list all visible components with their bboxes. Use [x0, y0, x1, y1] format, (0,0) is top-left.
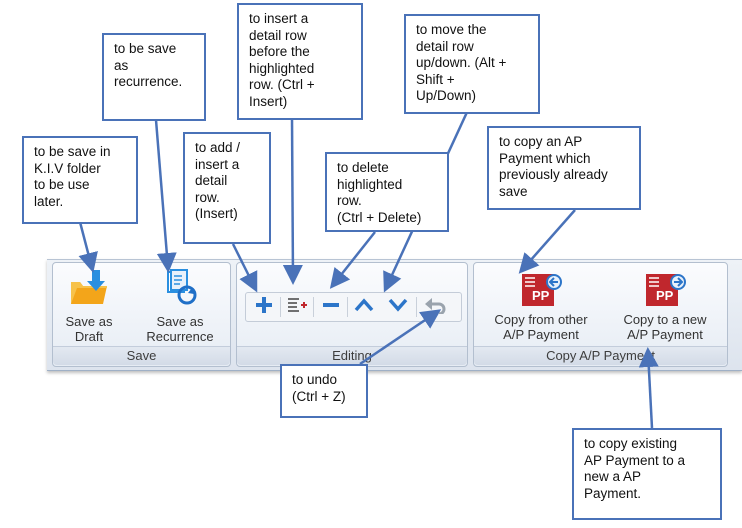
callout-text: to be save as recurrence. — [114, 41, 183, 89]
pp-badge: PP — [532, 288, 550, 303]
pp-copy-to-icon: PP — [606, 272, 724, 312]
save-group-label: Save — [53, 346, 230, 365]
editing-group-label: Editing — [237, 346, 467, 365]
callout-copy-from-other: to copy an AP Payment which previously a… — [487, 126, 641, 210]
delete-row-button[interactable] — [318, 295, 344, 319]
separator — [347, 297, 348, 317]
add-row-button[interactable] — [251, 295, 277, 319]
chevron-down-icon — [388, 297, 408, 318]
callout-text: to copy existing AP Payment to a new a A… — [584, 436, 686, 501]
copy-ap-payment-group-label: Copy A/P Payment — [474, 346, 727, 365]
save-as-recurrence-label: Save as Recurrence — [146, 314, 214, 344]
move-up-button[interactable] — [351, 295, 377, 319]
save-group: Save — [52, 262, 231, 367]
callout-text: to insert a detail row before the highli… — [249, 11, 315, 109]
copy-from-other-ap-payment-button[interactable]: PP Copy from other A/P Payment — [476, 272, 606, 342]
callout-text: to delete highlighted row. (Ctrl + Delet… — [337, 160, 422, 225]
pp-copy-from-icon: PP — [476, 272, 606, 312]
callout-add-row: to add / insert a detail row. (Insert) — [183, 132, 271, 244]
save-as-draft-button[interactable]: Save as Draft — [54, 268, 124, 344]
copy-from-other-label: Copy from other A/P Payment — [494, 312, 588, 342]
move-down-button[interactable] — [385, 295, 411, 319]
plus-icon — [255, 296, 273, 319]
separator — [313, 297, 314, 317]
callout-text: to be save in K.I.V folder to be use lat… — [34, 144, 111, 209]
callout-text: to move the detail row up/down. (Alt + S… — [416, 22, 507, 103]
minus-icon — [322, 296, 340, 319]
separator — [416, 297, 417, 317]
pp-badge: PP — [656, 288, 674, 303]
copy-to-new-ap-payment-button[interactable]: PP Copy to a new A/P Payment — [606, 272, 724, 342]
callout-text: to add / insert a detail row. (Insert) — [195, 140, 241, 221]
insert-row-button[interactable] — [284, 295, 310, 319]
copy-to-new-label: Copy to a new A/P Payment — [623, 312, 707, 342]
callout-undo: to undo (Ctrl + Z) — [280, 364, 368, 418]
callout-copy-to-new: to copy existing AP Payment to a new a A… — [572, 428, 722, 520]
callout-delete-row: to delete highlighted row. (Ctrl + Delet… — [325, 152, 449, 232]
callout-insert-row: to insert a detail row before the highli… — [237, 3, 363, 120]
chevron-up-icon — [354, 297, 374, 318]
callout-text: to copy an AP Payment which previously a… — [499, 134, 608, 199]
callout-move-row: to move the detail row up/down. (Alt + S… — [404, 14, 540, 114]
folder-download-icon — [54, 268, 124, 314]
callout-save-recurrence: to be save as recurrence. — [102, 33, 206, 121]
separator — [280, 297, 281, 317]
callout-text: to undo (Ctrl + Z) — [292, 372, 346, 404]
insert-lines-icon — [287, 296, 307, 319]
callout-save-draft: to be save in K.I.V folder to be use lat… — [22, 136, 138, 224]
save-as-draft-label: Save as Draft — [65, 314, 113, 344]
